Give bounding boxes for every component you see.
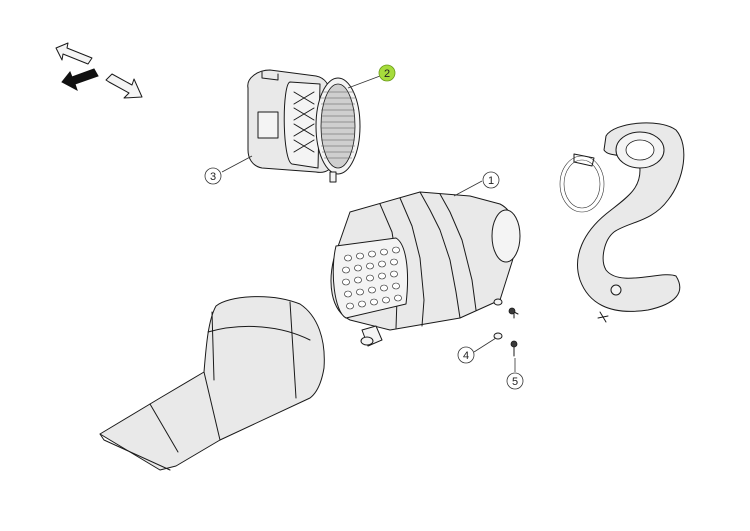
callout-3[interactable]: 3 [204, 167, 222, 185]
filter-pleats [321, 91, 355, 159]
part-3-filter-housing[interactable] [247, 69, 335, 173]
view-arrow-forward-icon[interactable] [105, 73, 143, 99]
part-5-bolt[interactable] [508, 307, 519, 357]
grid-holes [342, 246, 402, 310]
callout-4-circle [457, 346, 475, 364]
view-arrow-back-icon[interactable] [55, 42, 93, 65]
callout-1[interactable]: 1 [482, 171, 500, 189]
intake-elbow-pipe[interactable] [577, 122, 685, 323]
callout-4[interactable]: 4 [457, 346, 475, 364]
part-1-air-cleaner[interactable] [330, 191, 521, 347]
part-2-filter-element[interactable] [315, 77, 361, 183]
callout-3-label: 3 [210, 171, 216, 183]
leader-lines [221, 75, 516, 372]
callout-5-circle [506, 372, 524, 390]
callout-5-label: 5 [512, 376, 518, 388]
callout-2[interactable]: 2 [378, 64, 396, 82]
callout-2-circle [378, 64, 396, 82]
callout-5[interactable]: 5 [506, 372, 524, 390]
callout-4-label: 4 [463, 350, 469, 362]
view-arrows [55, 42, 143, 99]
part-4-washer[interactable] [493, 298, 503, 340]
callout-2-label: 2 [384, 68, 390, 80]
intake-duct[interactable] [99, 296, 325, 471]
hose-clamp[interactable] [559, 153, 605, 213]
callout-3-circle [204, 167, 222, 185]
callout-1-circle [482, 171, 500, 189]
view-arrow-active-icon[interactable] [61, 68, 99, 92]
callout-1-label: 1 [488, 175, 494, 187]
